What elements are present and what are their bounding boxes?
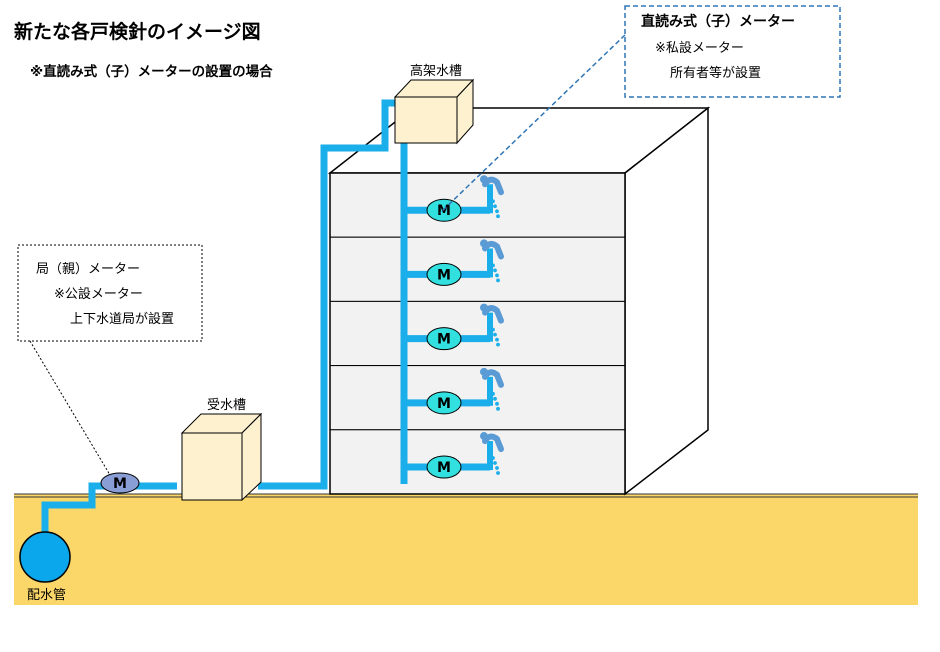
distribution-pipe-label: 配水管 <box>27 588 66 603</box>
building-floors <box>329 172 626 495</box>
floor-2 <box>329 236 626 302</box>
floor-3 <box>329 300 626 367</box>
riser-pipe <box>258 99 398 490</box>
building-side <box>624 106 709 496</box>
parent-meter-label: M <box>113 476 127 492</box>
parent-meter-callout-line1: 局（親）メーター <box>36 262 140 277</box>
child-meter-callout-box <box>624 5 841 98</box>
child-meter-2 <box>426 262 462 286</box>
water-drops-3 <box>489 322 500 347</box>
child-meter-label-4: M <box>437 396 451 412</box>
faucet-3 <box>480 303 504 342</box>
diagram-title: 新たな各戸検針のイメージ図 <box>14 20 261 43</box>
building-front <box>329 172 626 495</box>
child-meter-label-3: M <box>437 332 451 348</box>
child-meters: M M M M M <box>426 175 504 479</box>
child-meter-callout-line2: ※私設メーター <box>655 40 744 56</box>
child-meter-4 <box>426 391 462 415</box>
child-meter-1 <box>426 198 462 222</box>
floor-5 <box>329 429 626 495</box>
floor-1 <box>329 172 626 238</box>
faucet-1 <box>480 175 504 214</box>
child-meter-callout-line3: 所有者等が設置 <box>670 65 761 81</box>
parent-meter-callout-line2: ※公設メーター <box>54 286 143 302</box>
floor-4 <box>329 365 626 431</box>
parent-meter-callout-leader <box>29 340 111 476</box>
child-meter-label-5: M <box>437 460 451 476</box>
child-meter-label-2: M <box>437 267 451 283</box>
distribution-main-pipe <box>19 531 71 583</box>
faucet-2 <box>480 239 504 278</box>
receiving-tank-label: 受水槽 <box>207 398 246 413</box>
building <box>327 106 711 496</box>
diagram-subtitle: ※直読み式（子）メーターの設置の場合 <box>30 63 273 80</box>
elevated-tank-label: 高架水槽 <box>410 63 462 79</box>
faucet-4 <box>480 367 504 406</box>
child-meter-callout-leader <box>439 34 626 214</box>
parent-meter-callout-box <box>17 244 203 342</box>
child-meter-5 <box>426 455 462 479</box>
child-meter-label-1: M <box>437 203 451 219</box>
parent-meter-callout-line3: 上下水道局が設置 <box>70 311 174 327</box>
parent-meter <box>100 472 140 494</box>
child-meter-callout-line1: 直読み式（子）メーター <box>641 13 795 30</box>
ground <box>14 494 918 605</box>
water-drops-4 <box>489 386 500 411</box>
water-drops-5 <box>489 451 500 475</box>
elevated-tank <box>393 78 475 145</box>
faucet-5 <box>480 432 504 471</box>
child-meter-3 <box>426 327 462 351</box>
water-drops-1 <box>489 194 500 219</box>
water-drops-2 <box>489 258 500 283</box>
receiving-tank <box>180 412 263 502</box>
